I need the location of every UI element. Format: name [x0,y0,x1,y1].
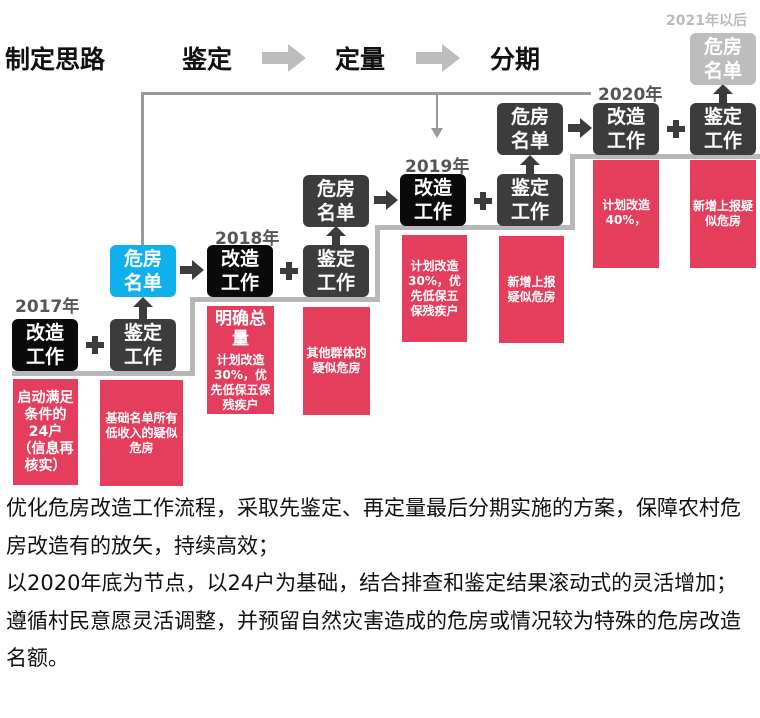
plus-icon [280,262,298,280]
appraise-work-box: 鉴定 工作 [690,103,756,155]
year-2017: 2017年 [15,297,80,317]
reform-work-box: 改造 工作 [207,245,273,297]
timeline-step [190,297,380,302]
note-box: 新增上报疑似危房 [690,160,756,268]
plus-icon [86,336,104,354]
arrow-up-icon [326,226,346,246]
future-label: 2021年以后 [666,13,747,29]
step-appraise: 鉴定 [182,45,233,74]
appraise-work-box: 鉴定 工作 [497,174,563,226]
arrow-up-icon [713,84,733,104]
note-text: 计划改造30%，优先低保五保残疾户 [210,353,271,412]
arrow-up-icon [133,297,153,319]
connector-line [141,92,144,245]
year-2018: 2018年 [215,229,280,249]
timeline-step [190,297,195,376]
connector-line [141,92,591,95]
reform-work-box: 改造 工作 [12,319,78,371]
arrow-right-icon [568,118,592,138]
danger-list-box: 危房 名单 [497,103,563,155]
description-line: 优化危房改造工作流程，采取先鉴定、再定量最后分期实施的方案，保障农村危房改造有的… [6,496,741,558]
note-heading: 明确总量 [215,309,266,349]
timeline-step [570,154,760,159]
note-box: 其他群体的疑似危房 [303,307,370,415]
note-box: 明确总量 计划改造30%，优先低保五保残疾户 [207,306,274,414]
note-box: 计划改造30%，优先低保五保残疾户 [402,235,467,342]
plus-icon [667,120,685,138]
description-line: 遵循村民意愿灵活调整，并预留自然灾害造成的危房或情况较为特殊的危房改造名额。 [6,608,741,671]
year-2019: 2019年 [405,157,470,177]
arrow-right-icon [180,260,204,280]
connector-line [436,92,438,132]
appraise-work-box: 鉴定 工作 [110,319,176,371]
timeline-step [375,225,380,302]
appraise-work-box: 鉴定 工作 [303,245,369,297]
note-box: 新增上报疑似危房 [499,236,564,343]
arrow-right-icon [262,44,306,72]
arrow-down-icon [431,128,443,138]
danger-list-box: 危房 名单 [303,175,369,227]
step-quantify: 定量 [335,45,386,74]
timeline-step [375,225,575,230]
note-box: 计划改造40%， [593,160,659,268]
danger-list-box-future: 危房 名单 [690,33,756,85]
plus-icon [474,192,492,210]
reform-work-box: 改造 工作 [593,103,659,155]
reform-work-box: 改造 工作 [400,174,466,226]
year-2020: 2020年 [598,85,663,105]
description: 优化危房改造工作流程，采取先鉴定、再定量最后分期实施的方案，保障农村危房改造有的… [6,490,756,678]
arrow-right-icon [374,190,398,210]
note-box: 启动满足条件的24户（信息再核实） [13,379,78,485]
arrow-right-icon [416,44,460,72]
step-phase: 分期 [490,45,541,74]
arrow-up-icon [520,155,540,175]
diagram-title: 制定思路 [5,45,106,74]
timeline-step [12,371,195,376]
danger-list-box: 危房 名单 [110,245,176,297]
timeline-step [570,154,575,230]
description-line: 以2020年底为节点，以24户为基础，结合排查和鉴定结果滚动式的灵活增加； [6,571,738,595]
note-box: 基础名单所有低收入的疑似危房 [100,380,183,486]
